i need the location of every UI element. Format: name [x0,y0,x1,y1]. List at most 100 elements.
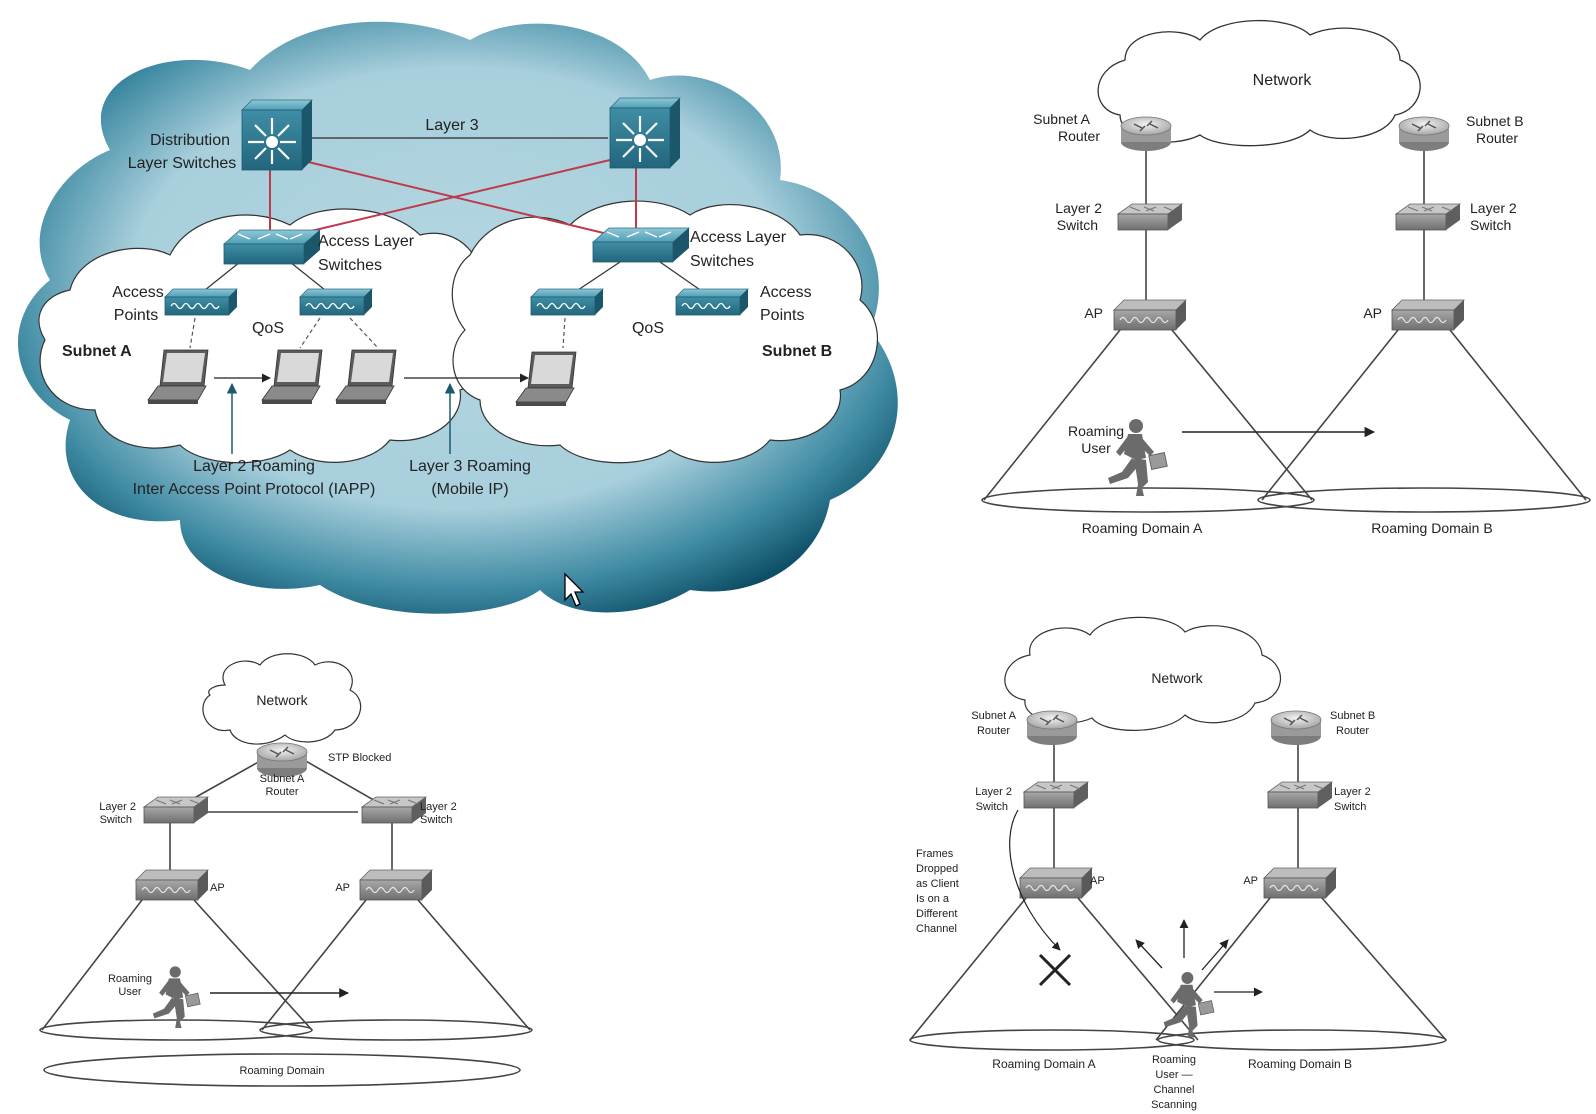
roaming-domain-label: Roaming Domain [240,1065,325,1077]
coverage-ellipse [259,1019,533,1041]
subnet-b-label: Subnet B [762,343,832,360]
access-point-icon [675,288,749,316]
coverage-ellipse [909,1029,1195,1051]
workgroup-switch-icon [592,227,690,263]
note-line: Dropped [916,863,958,875]
switch-label: Switch [100,814,132,826]
switch-label: Layer 2 [420,801,457,813]
workgroup-switch-icon [223,229,321,265]
roaming-domain-label: Roaming Domain A [992,1057,1095,1071]
access-point-icon [1391,299,1465,331]
ap-label: AP [1084,305,1103,321]
router-icon [1120,116,1172,152]
network-label: Network [1151,670,1203,686]
diagram-d-channel-scanning: Network [909,616,1447,1111]
distribution-label: Layer Switches [128,155,237,172]
ap-label: AP [1243,875,1258,887]
layer3-label: Layer 3 [425,117,478,134]
router-label: Router [265,786,298,798]
l2-switch-icon [361,796,427,824]
switch-label: Layer 2 [1055,200,1102,216]
note-line: Is on a [916,893,950,905]
note-line: Channel [1154,1084,1195,1096]
roaming-user-label: User [118,986,142,998]
network-label: Network [256,692,308,708]
l2-switch-icon [1267,781,1333,809]
roaming-domain-label: Roaming Domain B [1371,520,1492,536]
distribution-label: Distribution [150,132,230,149]
mouse-pointer-icon [564,572,585,607]
router-label: Subnet A [1033,111,1090,127]
router-icon [1398,116,1450,152]
router-label: Subnet B [1466,113,1524,129]
qos-label: QoS [632,320,664,337]
coverage-ellipse [1157,1029,1447,1051]
note-line: Different [916,908,957,920]
l3-roaming-label: (Mobile IP) [431,481,508,498]
roaming-user-label: User [1081,440,1111,456]
access-layer-label: Access Layer [318,233,415,250]
switch-label: Switch [420,814,452,826]
roaming-domain-label: Roaming Domain A [1082,520,1203,536]
roaming-domain-ellipse [43,1053,521,1087]
router-icon [1270,710,1322,746]
l3-roaming-label: Layer 3 Roaming [409,458,531,475]
note-line: Frames [916,848,954,860]
coverage-ellipse [1257,487,1591,513]
switch-label: Switch [1470,217,1511,233]
roaming-user-label: Roaming [108,973,152,985]
access-layer-label: Access Layer [690,229,787,246]
l2-switch-icon [1023,781,1089,809]
switch-label: Layer 2 [99,801,136,813]
router-icon [1026,710,1078,746]
diagram-b-two-subnet-roaming: Network Subnet A Router Subnet B Router … [981,19,1591,536]
access-points-label: Access [112,284,164,301]
stp-blocked-label: STP Blocked [328,752,391,764]
router-label: Subnet B [1330,710,1375,722]
l2-switch-icon [143,796,209,824]
multilayer-switch-icon [240,98,314,172]
router-label: Subnet A [971,710,1016,722]
access-point-icon [1263,867,1337,899]
router-label: Router [1336,725,1369,737]
scan-arrow [1135,939,1163,969]
coverage-ellipse [981,487,1315,513]
ap-label: AP [335,882,350,894]
switch-label: Switch [976,801,1008,813]
switch-label: Switch [1057,217,1098,233]
access-points-label: Points [760,307,804,324]
roaming-domain-label: Roaming Domain B [1248,1057,1352,1071]
dropped-frames-arrow [1009,809,1061,951]
access-point-icon [164,288,238,316]
switch-label: Switch [1334,801,1366,813]
access-point-icon [299,288,373,316]
router-label: Router [1058,128,1100,144]
network-label: Network [1253,72,1313,89]
access-point-icon [359,869,433,901]
multilayer-switch-icon [608,96,682,170]
roaming-user-label: Roaming [1068,423,1124,439]
router-label: Router [977,725,1010,737]
access-layer-label: Switches [318,257,382,274]
router-icon [256,742,308,778]
access-points-label: Points [114,307,158,324]
distribution-uplinks [269,159,637,237]
network-cloud [202,653,362,745]
switch-label: Layer 2 [1334,786,1371,798]
ap-label: AP [1090,875,1105,887]
note-line: Scanning [1151,1099,1197,1111]
switch-label: Layer 2 [975,786,1012,798]
access-point-icon [135,869,209,901]
diagram-a-campus-roaming: Distribution Layer Switches Layer 3 Acce… [17,21,898,614]
note-line: Channel [916,923,957,935]
ap-label: AP [210,882,225,894]
channel-scanning-note: Roaming User — Channel Scanning [1151,1054,1197,1111]
note-line: User — [1155,1069,1192,1081]
l2-switch-icon [1117,203,1183,231]
access-points-label: Access [760,284,812,301]
ap-label: AP [1363,305,1382,321]
x-mark-icon [1038,953,1072,987]
diagram-c-single-subnet-roaming: Network STP Blocked Subnet A Router Laye… [39,653,533,1087]
running-user-icon [1163,971,1215,1038]
